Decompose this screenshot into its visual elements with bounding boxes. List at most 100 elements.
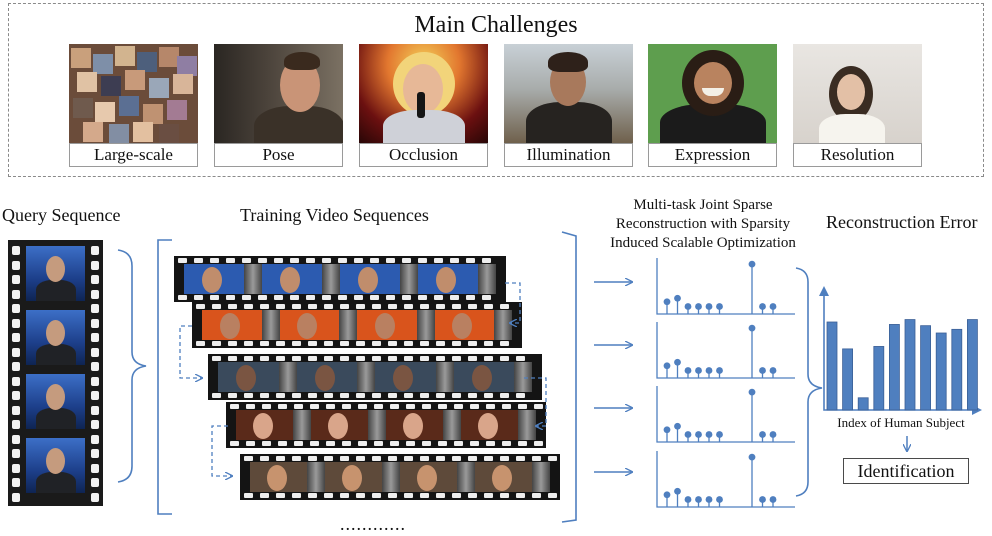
identification-box: Identification bbox=[843, 458, 969, 484]
film-sprocket-hole bbox=[548, 493, 557, 498]
film-sprocket-hole bbox=[91, 304, 99, 313]
film-sprocket-hole bbox=[274, 295, 283, 300]
film-sprocket-hole bbox=[356, 456, 365, 461]
film-sprocket-hole bbox=[468, 456, 477, 461]
challenge-pose: Pose bbox=[214, 44, 343, 167]
film-sprocket-hole bbox=[12, 405, 20, 415]
film-sprocket-hole bbox=[518, 441, 527, 446]
film-sprocket-hole bbox=[260, 493, 269, 498]
film-sprocket-hole bbox=[372, 493, 381, 498]
training-frame bbox=[184, 264, 244, 294]
film-sprocket-hole bbox=[420, 493, 429, 498]
film-sprocket-hole bbox=[310, 404, 319, 409]
film-sprocket-hole bbox=[452, 304, 461, 309]
error-bar bbox=[842, 348, 853, 411]
challenge-occlusion: Occlusion bbox=[359, 44, 488, 167]
film-sprocket-hole bbox=[242, 258, 251, 263]
challenge-caption: Illumination bbox=[504, 143, 633, 167]
frame-gap bbox=[244, 264, 262, 294]
film-sprocket-hole bbox=[452, 393, 461, 398]
film-sprocket-hole bbox=[404, 456, 413, 461]
training-frame bbox=[250, 462, 307, 492]
film-sprocket-hole bbox=[534, 404, 543, 409]
film-sprocket-hole bbox=[468, 304, 477, 309]
strip-connectors bbox=[179, 282, 547, 476]
illumination-image bbox=[504, 44, 633, 144]
pose-image bbox=[214, 44, 343, 144]
film-sprocket-hole bbox=[484, 393, 493, 398]
film-sprocket-hole bbox=[228, 393, 237, 398]
training-frame bbox=[461, 410, 518, 440]
film-sprocket-hole bbox=[322, 258, 331, 263]
query-brace bbox=[117, 249, 147, 483]
error-bar bbox=[967, 319, 978, 411]
training-frame bbox=[311, 410, 368, 440]
film-sprocket-hole bbox=[244, 393, 253, 398]
film-sprocket-hole bbox=[278, 404, 287, 409]
film-sprocket-hole bbox=[372, 456, 381, 461]
film-sprocket-hole bbox=[406, 441, 415, 446]
sparse-coefficient-point bbox=[769, 431, 777, 438]
film-sprocket-hole bbox=[484, 304, 493, 309]
film-sprocket-hole bbox=[484, 493, 493, 498]
training-film-strip bbox=[174, 256, 506, 302]
film-sprocket-hole bbox=[388, 456, 397, 461]
film-sprocket-hole bbox=[12, 478, 20, 487]
film-sprocket-hole bbox=[91, 275, 99, 284]
challenge-caption: Pose bbox=[214, 143, 343, 167]
film-sprocket-hole bbox=[404, 393, 413, 398]
film-sprocket-hole bbox=[292, 356, 301, 361]
film-sprocket-hole bbox=[324, 341, 333, 346]
film-sprocket-hole bbox=[244, 341, 253, 346]
film-sprocket-hole bbox=[534, 441, 543, 446]
film-sprocket-hole bbox=[91, 347, 99, 357]
film-sprocket-hole bbox=[466, 295, 475, 300]
training-sequences-label: Training Video Sequences bbox=[240, 205, 429, 225]
training-frame bbox=[453, 362, 514, 392]
error-bar bbox=[904, 319, 916, 411]
film-sprocket-hole bbox=[91, 492, 99, 502]
training-frame bbox=[262, 264, 322, 294]
film-sprocket-hole bbox=[91, 260, 99, 270]
error-bar bbox=[873, 346, 885, 411]
film-sprocket-hole bbox=[338, 258, 347, 263]
film-sprocket-hole bbox=[354, 258, 363, 263]
training-frame bbox=[325, 462, 382, 492]
frame-gap bbox=[494, 310, 512, 340]
film-sprocket-hole bbox=[306, 295, 315, 300]
error-bar bbox=[951, 328, 963, 411]
film-sprocket-hole bbox=[322, 295, 331, 300]
training-film-strip bbox=[208, 354, 542, 400]
method-label-line-2: Reconstruction with Sparsity bbox=[615, 216, 791, 232]
film-sprocket-hole bbox=[244, 304, 253, 309]
sparse-coefficient-point bbox=[748, 453, 756, 461]
film-sprocket-hole bbox=[91, 434, 99, 444]
film-sprocket-hole bbox=[388, 493, 397, 498]
film-sprocket-hole bbox=[372, 341, 381, 346]
film-sprocket-hole bbox=[358, 441, 367, 446]
film-sprocket-hole bbox=[402, 258, 411, 263]
film-sprocket-hole bbox=[390, 441, 399, 446]
film-sprocket-hole bbox=[418, 295, 427, 300]
sparse-plot-axis bbox=[656, 322, 795, 379]
query-frame bbox=[26, 438, 85, 493]
film-sprocket-hole bbox=[212, 341, 221, 346]
training-frame bbox=[357, 310, 417, 340]
film-sprocket-hole bbox=[340, 493, 349, 498]
training-frame bbox=[202, 310, 262, 340]
training-frame bbox=[434, 310, 494, 340]
film-sprocket-hole bbox=[516, 356, 525, 361]
film-sprocket-hole bbox=[292, 341, 301, 346]
frame-gap bbox=[400, 264, 418, 294]
film-sprocket-hole bbox=[292, 456, 301, 461]
film-sprocket-hole bbox=[91, 246, 99, 255]
sparse-coefficient-point bbox=[759, 367, 766, 374]
film-sprocket-hole bbox=[290, 295, 299, 300]
training-frame bbox=[475, 462, 532, 492]
film-sprocket-hole bbox=[386, 258, 395, 263]
film-sprocket-hole bbox=[452, 356, 461, 361]
film-sprocket-hole bbox=[91, 420, 99, 429]
frame-gap bbox=[416, 310, 435, 340]
film-sprocket-hole bbox=[292, 493, 301, 498]
